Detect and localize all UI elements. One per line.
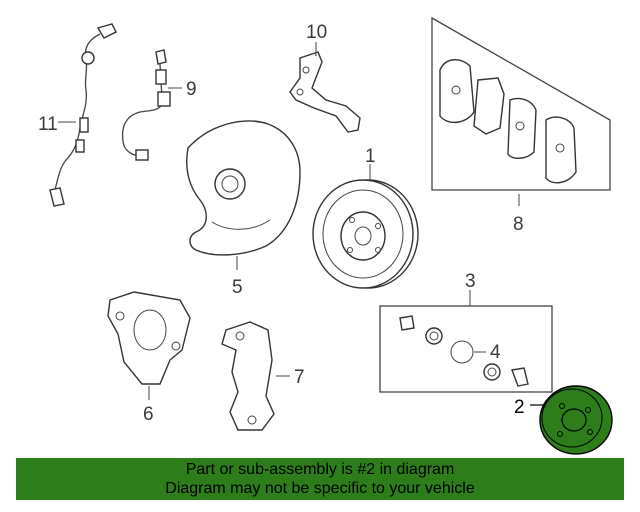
brake-rotor[interactable] [312,179,419,289]
brake-parts-diagram: 11 9 10 5 1 [38,16,613,455]
hardware-kit[interactable] [379,305,553,393]
callout-1: 1 [365,146,376,167]
callout-10: 10 [306,22,327,43]
bracket[interactable] [289,51,361,133]
banner-line-1: Part or sub-assembly is #2 in diagram [185,461,455,478]
caliper-bracket[interactable] [221,321,275,431]
abs-sensor-wire[interactable] [49,23,117,207]
callout-9: 9 [186,79,197,100]
hub-assembly[interactable] [539,385,613,455]
callout-2: 2 [514,397,525,418]
callout-7: 7 [294,367,305,388]
splash-shield[interactable] [186,120,301,256]
brake-hose[interactable] [121,49,171,161]
brake-caliper[interactable] [107,291,191,385]
brake-pad-set[interactable] [431,16,611,191]
callout-5: 5 [232,277,243,298]
callout-11: 11 [38,114,58,135]
callout-3: 3 [465,271,476,292]
callout-8: 8 [513,214,524,235]
callout-4: 4 [490,342,501,363]
callout-6: 6 [143,404,154,425]
info-banner: Part or sub-assembly is #2 in diagram Di… [16,458,624,500]
banner-line-2: Diagram may not be specific to your vehi… [165,480,475,497]
